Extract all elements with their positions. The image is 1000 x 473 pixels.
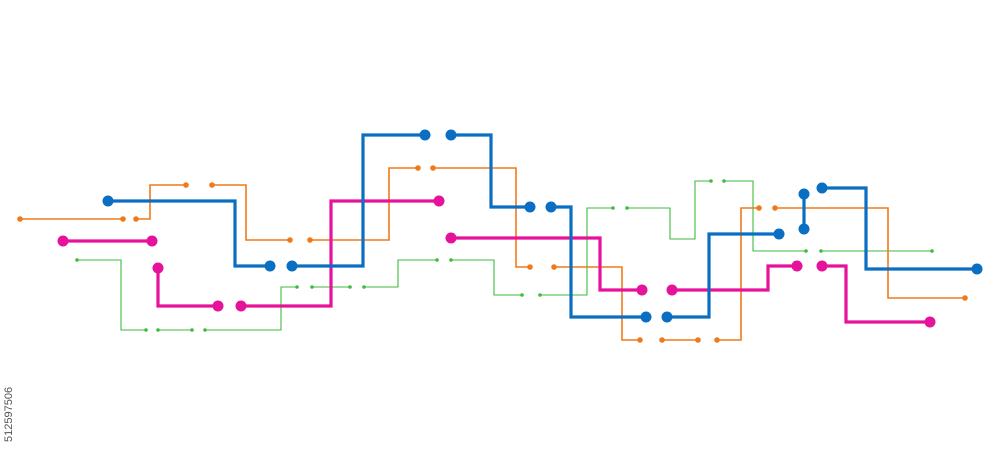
blue-line-endpoint-dot	[971, 263, 983, 275]
magenta-line-layer	[57, 195, 936, 328]
blue-line-endpoint-dot	[419, 129, 431, 141]
orange-line-endpoint-dot	[287, 237, 293, 243]
blue-line-endpoint-dot	[524, 201, 536, 213]
green-line-endpoint-dot	[520, 293, 524, 297]
green-line-endpoint-dot	[449, 258, 453, 262]
magenta-line-segment	[451, 236, 642, 292]
orange-line-endpoint-dot	[307, 237, 313, 243]
green-line-endpoint-dot	[722, 179, 726, 183]
magenta-line-endpoint-dot	[146, 235, 158, 247]
green-line-endpoint-dot	[819, 249, 823, 253]
magenta-line-endpoint-dot	[212, 300, 224, 312]
green-line-segment	[205, 286, 297, 331]
green-line-segment	[451, 259, 522, 296]
orange-line-segment	[775, 207, 965, 299]
green-line-endpoint-dot	[709, 179, 713, 183]
blue-line-endpoint-dot	[773, 228, 785, 240]
orange-line-endpoint-dot	[714, 337, 720, 343]
magenta-line-endpoint-dot	[433, 195, 445, 207]
orange-line-endpoint-dot	[962, 295, 968, 301]
blue-line-segment	[451, 133, 530, 209]
green-line-endpoint-dot	[435, 258, 439, 262]
green-line-endpoint-dot	[144, 328, 148, 332]
green-line-endpoint-dot	[930, 249, 934, 253]
magenta-line-segment	[822, 264, 930, 324]
green-line-endpoint-dot	[190, 328, 194, 332]
green-line-endpoint-dot	[625, 206, 629, 210]
magenta-line-endpoint-dot	[636, 284, 648, 296]
stock-image-id: 512597506	[3, 386, 15, 442]
orange-line-endpoint-dot	[120, 216, 126, 222]
green-line-endpoint-dot	[611, 206, 615, 210]
magenta-line-endpoint-dot	[791, 260, 803, 272]
orange-line-endpoint-dot	[183, 182, 189, 188]
blue-line-endpoint-dot	[798, 223, 810, 235]
blue-line-endpoint-dot	[798, 188, 810, 200]
green-line-endpoint-dot	[348, 285, 352, 289]
orange-line-segment	[433, 167, 530, 268]
blue-line-endpoint-dot	[545, 201, 557, 213]
magenta-line-endpoint-dot	[816, 260, 828, 272]
blue-line-endpoint-dot	[102, 195, 114, 207]
orange-line-endpoint-dot	[527, 264, 533, 270]
blue-line-segment	[292, 133, 425, 268]
orange-line-endpoint-dot	[756, 205, 762, 211]
magenta-line-endpoint-dot	[235, 300, 247, 312]
orange-line-endpoint-dot	[695, 337, 701, 343]
green-line-endpoint-dot	[295, 285, 299, 289]
orange-line-layer	[17, 165, 968, 343]
orange-line-endpoint-dot	[659, 337, 665, 343]
blue-line-segment	[822, 186, 977, 271]
orange-line-endpoint-dot	[17, 216, 23, 222]
magenta-line-segment	[241, 199, 439, 308]
orange-line-segment	[554, 266, 640, 341]
orange-line-segment	[717, 207, 759, 341]
blue-line-segment	[551, 205, 646, 319]
orange-line-segment	[310, 167, 418, 241]
green-line-endpoint-dot	[203, 328, 207, 332]
orange-line-endpoint-dot	[551, 264, 557, 270]
orange-line-endpoint-dot	[209, 182, 215, 188]
blue-line-segment	[667, 232, 779, 319]
orange-line-endpoint-dot	[133, 216, 139, 222]
orange-line-endpoint-dot	[430, 165, 436, 171]
green-line-segment	[364, 259, 437, 288]
green-line-endpoint-dot	[362, 285, 366, 289]
magenta-line-endpoint-dot	[57, 235, 69, 247]
magenta-line-segment	[156, 268, 218, 308]
magenta-line-endpoint-dot	[924, 316, 936, 328]
magenta-line-endpoint-dot	[445, 232, 457, 244]
blue-line-endpoint-dot	[264, 260, 276, 272]
magenta-line-segment	[672, 264, 797, 292]
blue-line-layer	[102, 129, 983, 323]
magenta-line-endpoint-dot	[666, 284, 678, 296]
green-line-endpoint-dot	[804, 249, 808, 253]
green-line-segment	[77, 259, 146, 331]
orange-line-endpoint-dot	[772, 205, 778, 211]
blue-line-endpoint-dot	[286, 260, 298, 272]
orange-line-endpoint-dot	[415, 165, 421, 171]
blue-line-endpoint-dot	[661, 311, 673, 323]
orange-line-endpoint-dot	[637, 337, 643, 343]
green-line-segment	[627, 180, 711, 240]
green-line-endpoint-dot	[156, 328, 160, 332]
blue-line-endpoint-dot	[816, 182, 828, 194]
blue-line-endpoint-dot	[445, 129, 457, 141]
blue-line-endpoint-dot	[640, 311, 652, 323]
green-line-endpoint-dot	[75, 258, 79, 262]
green-line-endpoint-dot	[310, 285, 314, 289]
green-line-segment	[540, 207, 613, 296]
orange-line-segment	[212, 184, 290, 241]
magenta-line-endpoint-dot	[152, 262, 164, 274]
green-line-segment	[724, 180, 806, 252]
green-line-endpoint-dot	[538, 293, 542, 297]
blue-line-segment	[108, 199, 270, 268]
